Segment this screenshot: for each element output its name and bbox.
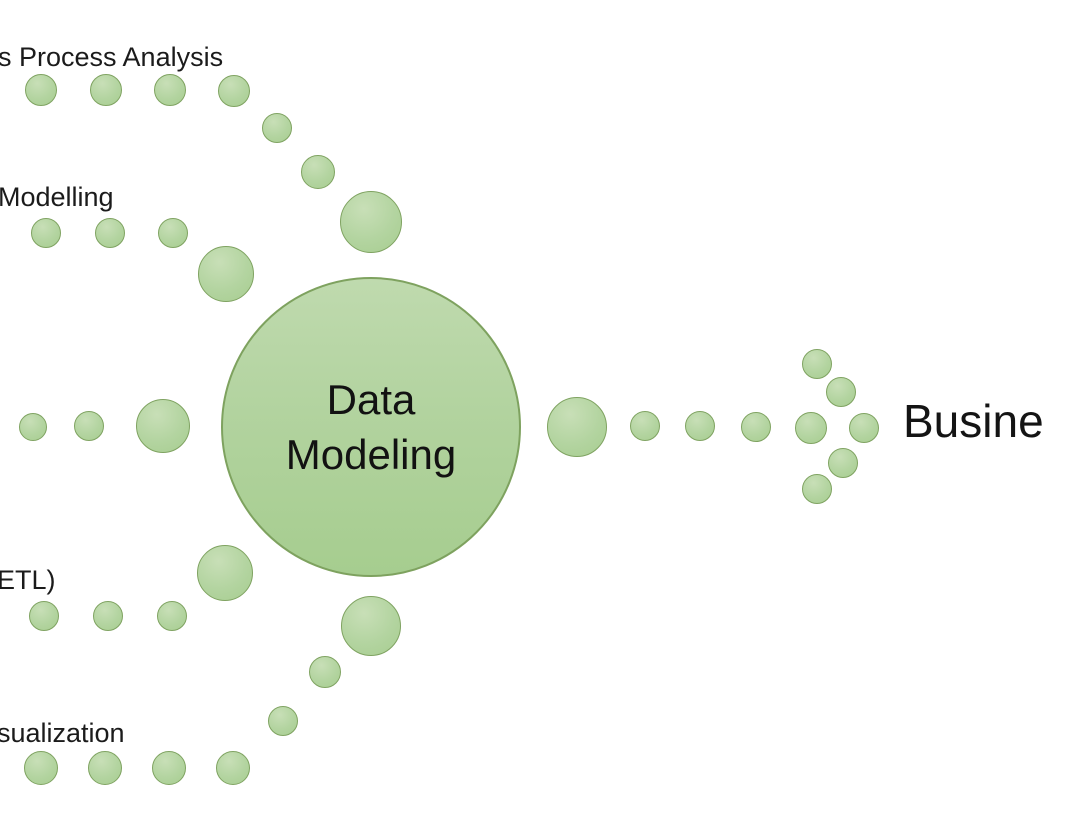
- dot-stream-process-analysis: [340, 191, 402, 253]
- dot-output-line: [547, 397, 607, 457]
- dot-stream-visualization: [24, 751, 58, 785]
- dot-stream-modelling: [31, 218, 61, 248]
- dot-output-arrowhead: [802, 474, 832, 504]
- dot-stream-etl: [197, 545, 253, 601]
- dot-output-arrowhead: [849, 413, 879, 443]
- dot-stream-etl: [93, 601, 123, 631]
- dot-output-arrowhead: [826, 377, 856, 407]
- center-label-line-1: Data: [326, 376, 416, 423]
- dot-output-line: [685, 411, 715, 441]
- dot-output-arrowhead: [802, 349, 832, 379]
- dot-stream-visualization: [216, 751, 250, 785]
- dot-stream-etl: [157, 601, 187, 631]
- dot-stream-modelling: [95, 218, 125, 248]
- dot-output-line: [741, 412, 771, 442]
- dot-stream-visualization: [152, 751, 186, 785]
- dot-stream-process-analysis: [154, 74, 186, 106]
- dot-output-arrowhead: [795, 412, 827, 444]
- dot-output-arrowhead: [828, 448, 858, 478]
- dot-stream-process-analysis: [25, 74, 57, 106]
- stream-label-visualization: sualization: [0, 718, 125, 748]
- dot-stream-visualization: [309, 656, 341, 688]
- dot-stream-modelling: [158, 218, 188, 248]
- dot-stream-visualization: [341, 596, 401, 656]
- stream-label-etl: ETL): [0, 565, 56, 595]
- dot-stream-visualization: [88, 751, 122, 785]
- center-label-line-2: Modeling: [285, 431, 457, 478]
- dot-stream-middle: [74, 411, 104, 441]
- dot-stream-middle: [19, 413, 47, 441]
- center-node-label: Data Modeling: [286, 372, 456, 482]
- dot-stream-middle: [136, 399, 190, 453]
- dot-output-line: [630, 411, 660, 441]
- stream-label-modelling: Modelling: [0, 182, 114, 212]
- dot-stream-process-analysis: [262, 113, 292, 143]
- center-node: Data Modeling: [221, 277, 521, 577]
- dot-stream-visualization: [268, 706, 298, 736]
- dot-stream-etl: [29, 601, 59, 631]
- dot-stream-process-analysis: [218, 75, 250, 107]
- output-label: Busine: [903, 395, 1044, 447]
- dot-stream-process-analysis: [90, 74, 122, 106]
- stream-label-process-analysis: s Process Analysis: [0, 42, 224, 72]
- dot-stream-process-analysis: [301, 155, 335, 189]
- dot-stream-modelling: [198, 246, 254, 302]
